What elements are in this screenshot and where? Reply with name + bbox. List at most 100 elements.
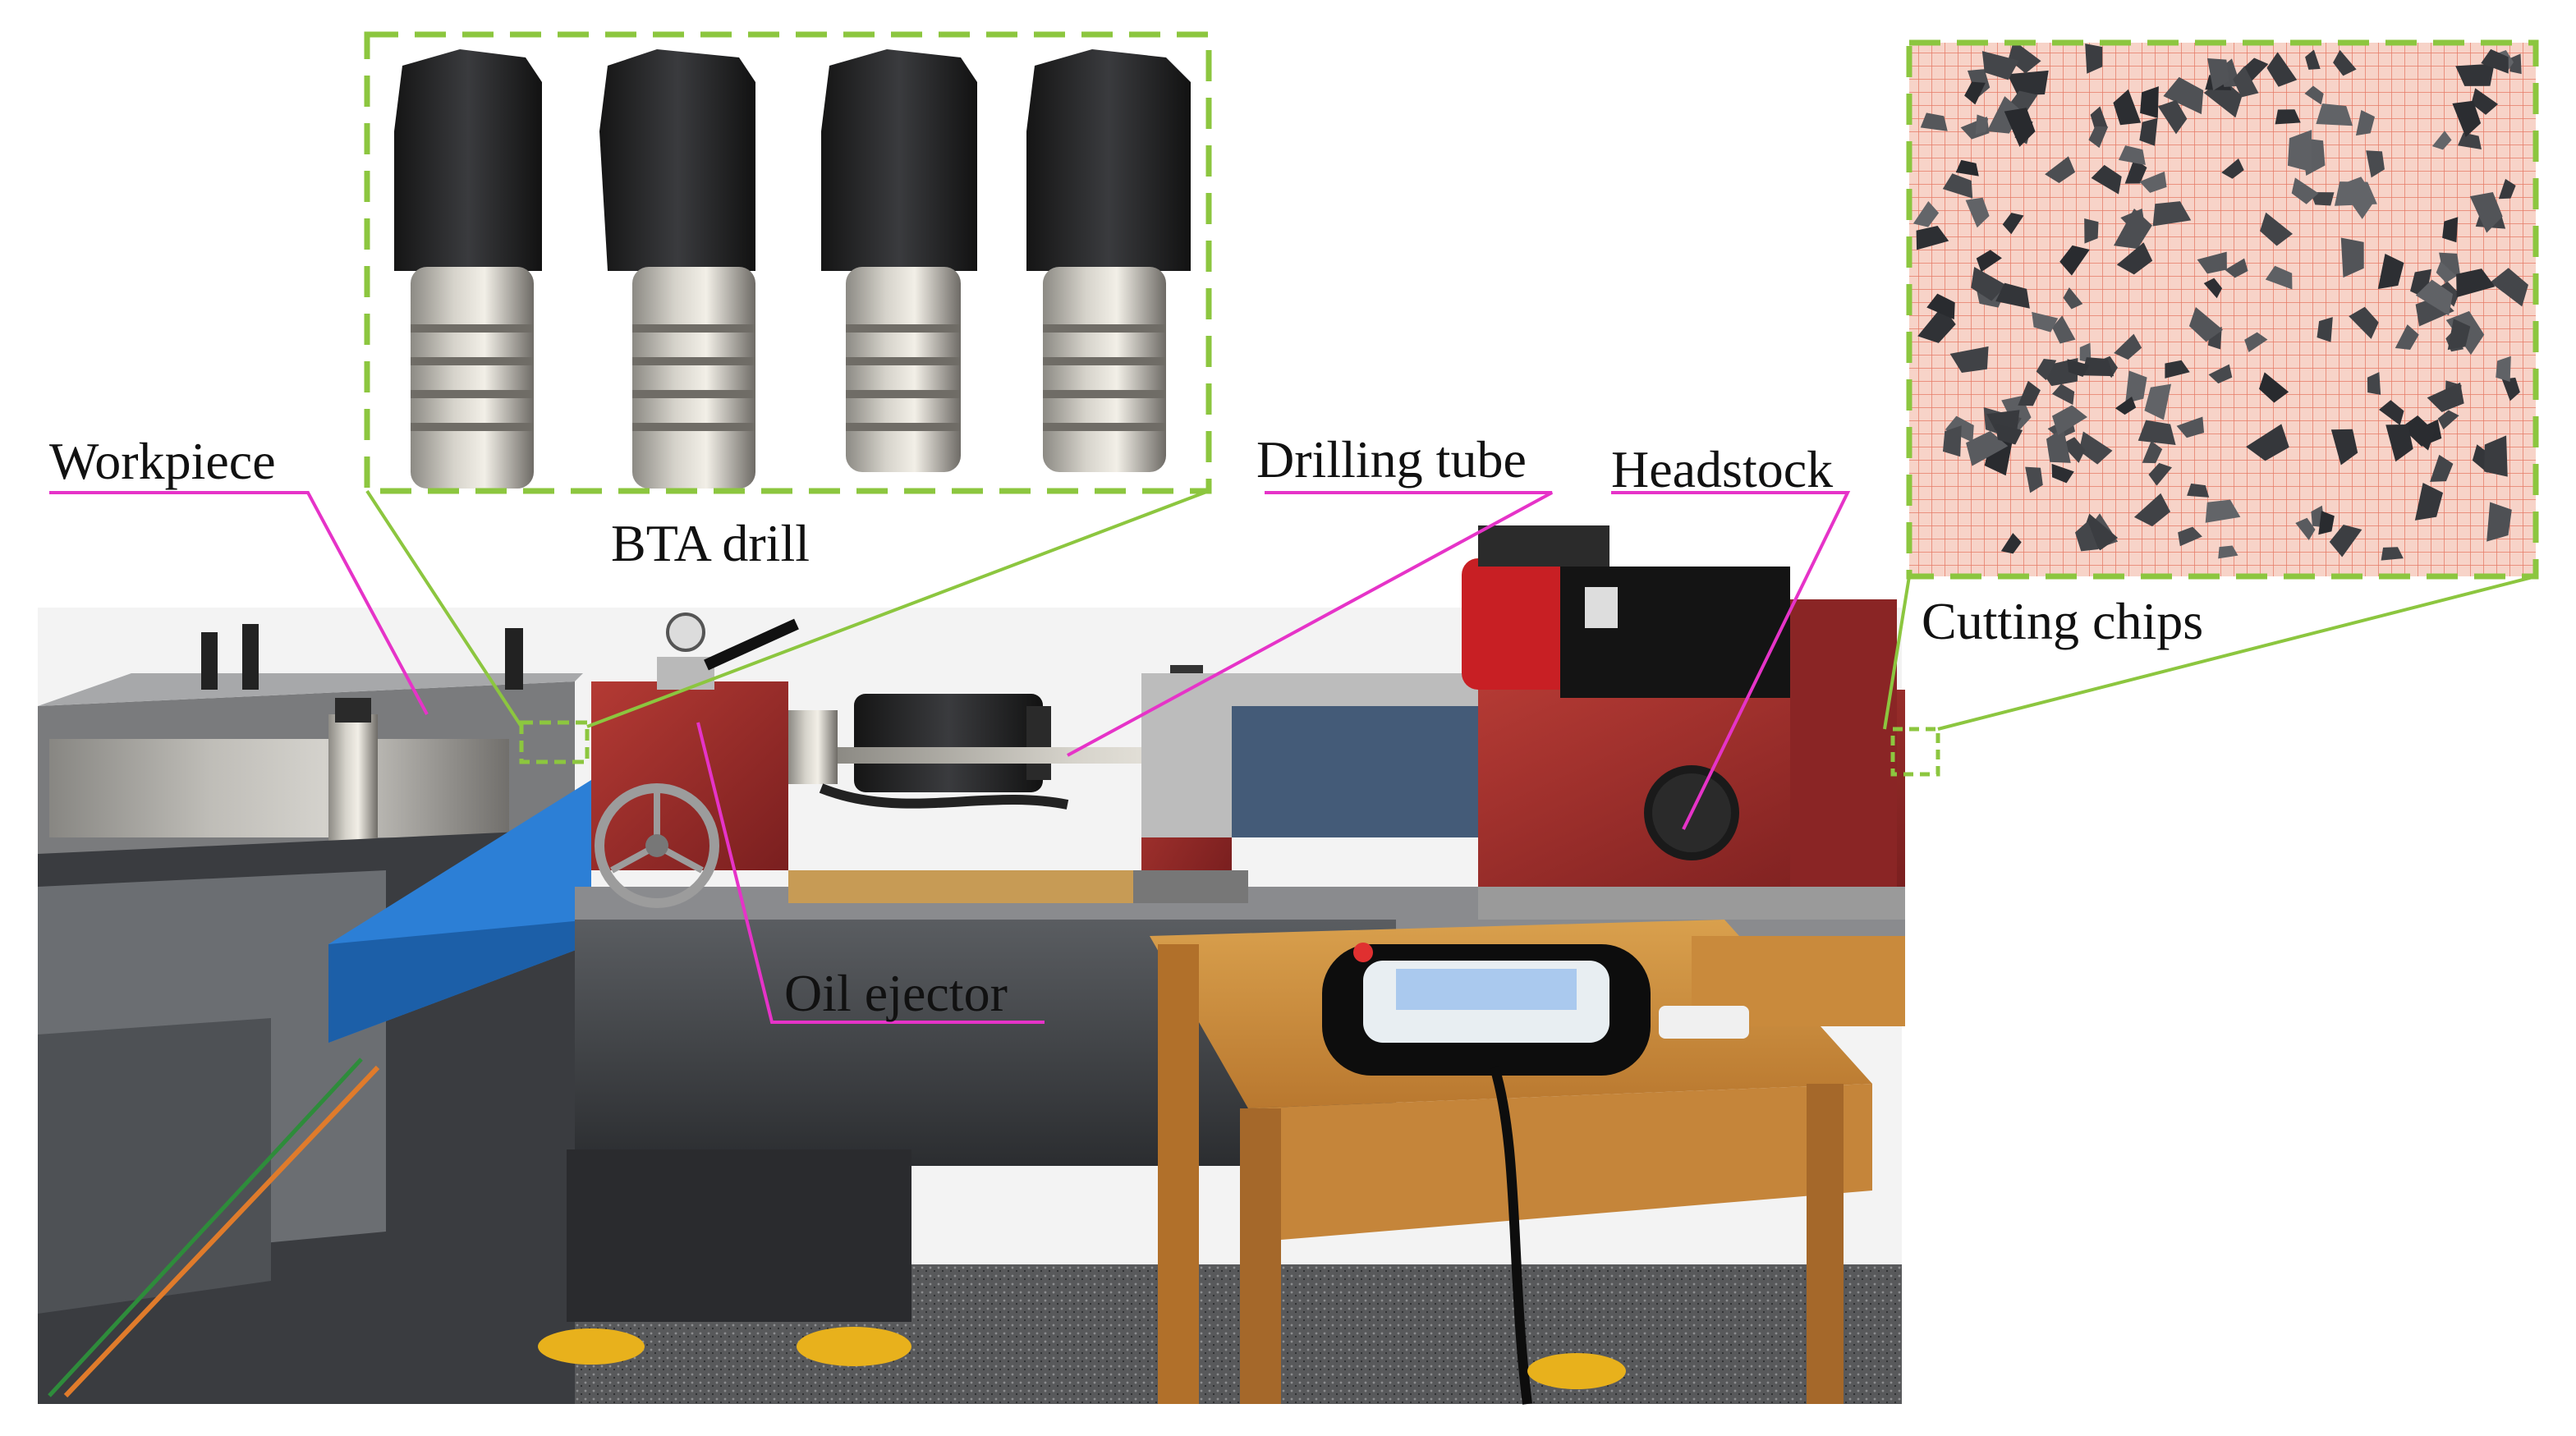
label-drilling-tube: Drilling tube (1256, 430, 1527, 489)
cutting-chip (1920, 112, 1948, 131)
lathe-photo (38, 525, 1905, 1405)
cutting-chip (2124, 158, 2147, 184)
callout-lines (49, 489, 2537, 1024)
cutting-chip (2334, 181, 2377, 206)
cutting-chip (2140, 86, 2159, 118)
bta-inset-frame (364, 31, 1212, 494)
cutting-chip (2178, 526, 2202, 547)
cutting-chip (2381, 547, 2404, 561)
cutting-chip (2051, 405, 2087, 435)
cutting-chip (2442, 217, 2459, 243)
cutting-chip (2148, 462, 2173, 486)
cutting-chip (2008, 40, 2041, 74)
cutting-chip (1916, 225, 1949, 250)
cutting-chip (1965, 197, 1990, 228)
cutting-chip (2316, 103, 2353, 126)
label-headstock: Headstock (1611, 440, 1834, 498)
cutting-chip (2233, 66, 2259, 98)
cutting-chip (1995, 282, 2030, 309)
cutting-chip (2187, 483, 2210, 498)
cutting-chip (2452, 100, 2482, 138)
cutting-chip (2085, 44, 2103, 74)
cutting-chip (2436, 261, 2457, 283)
cutting-chip (2355, 110, 2375, 136)
cutting-chip (2002, 213, 2024, 235)
cutting-chip (2456, 268, 2496, 298)
cutting-chip (1949, 346, 1989, 373)
cutting-chip (1955, 159, 1979, 177)
cutting-chip (2318, 511, 2335, 535)
cutting-chip (2188, 306, 2223, 342)
cutting-chip (2317, 317, 2333, 342)
cutting-chip (2221, 158, 2244, 179)
cutting-chip (2265, 265, 2293, 290)
cutting-chip (2349, 306, 2379, 339)
cutting-chip (2091, 164, 2122, 195)
cutting-chip (2244, 332, 2268, 352)
cutting-chip (2025, 466, 2043, 493)
cutting-chip (2052, 315, 2076, 344)
cutting-chip (2304, 85, 2324, 105)
cutting-chip (2208, 364, 2233, 384)
cutting-chip (2305, 49, 2321, 70)
cutting-chip (2137, 420, 2176, 445)
cutting-chip (2310, 192, 2335, 206)
label-workpiece: Workpiece (49, 432, 276, 490)
cutting-chip (2115, 397, 2137, 415)
cutting-chip (2113, 89, 2142, 126)
cutting-chip (2125, 370, 2147, 404)
drill-bit-2 (599, 49, 755, 489)
cutting-chip (2430, 454, 2454, 482)
cutting-chip (2074, 521, 2099, 552)
cutting-chip (2385, 424, 2413, 462)
cutting-chip (2114, 208, 2152, 250)
cutting-chip (2471, 88, 2499, 115)
cutting-chip (1976, 250, 2002, 273)
cutting-chip (2295, 517, 2316, 540)
cutting-chip (2501, 377, 2520, 401)
cutting-chip (2197, 251, 2227, 274)
cutting-chip (1942, 173, 1973, 199)
cutting-chip (1964, 81, 1986, 105)
cutting-chip (2090, 106, 2108, 129)
cutting-chip (2484, 435, 2508, 477)
cutting-chip (2061, 437, 2086, 463)
cutting-chip (2447, 319, 2471, 351)
cutting-chip (2457, 132, 2482, 149)
cutting-chip (2018, 380, 2041, 406)
cutting-chip (2059, 245, 2090, 276)
cutting-chip (2163, 76, 2204, 115)
cutting-chip (2139, 117, 2158, 146)
cutting-chip (2000, 533, 2022, 554)
cutting-chip (2084, 218, 2099, 244)
cutting-chip (2081, 357, 2115, 377)
cutting-chip (2004, 108, 2036, 147)
cutting-chip (1942, 425, 1962, 457)
label-cutting-chips: Cutting chips (1922, 592, 2204, 650)
chips-inset-frame (1906, 39, 2539, 580)
cutting-chip (1975, 114, 1989, 135)
cutting-chip (2144, 383, 2172, 420)
cutting-chip (2366, 150, 2385, 178)
cutting-chip (2063, 287, 2083, 310)
cutting-chip (2275, 109, 2301, 125)
cutting-chip (2291, 177, 2319, 204)
cutting-chip (2469, 191, 2503, 233)
cutting-chip (2046, 428, 2071, 463)
drill-bit-4 (1026, 49, 1191, 472)
drill-bit-1 (394, 49, 542, 489)
cutting-chip (2246, 424, 2289, 461)
cutting-chip (2157, 99, 2188, 135)
cutting-chip (2142, 440, 2163, 464)
cutting-chip (2116, 242, 2153, 275)
cutting-chip (2333, 49, 2357, 76)
cutting-chip (2176, 416, 2205, 438)
cutting-chip (2498, 178, 2516, 200)
cutting-chip (2258, 372, 2289, 403)
cutting-chip (2437, 410, 2459, 430)
bta-drill-inset (364, 31, 1212, 494)
cutting-chip (2340, 237, 2364, 278)
cutting-chip (2118, 145, 2146, 165)
